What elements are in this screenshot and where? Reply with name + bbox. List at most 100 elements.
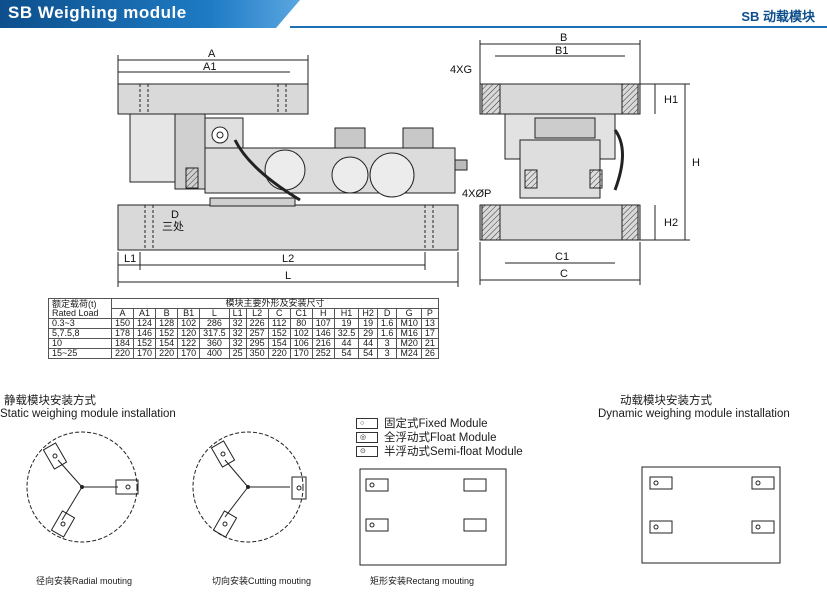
row-load: 15~25 xyxy=(48,348,112,359)
load-header: 额定载荷(t)Rated Load xyxy=(48,298,112,319)
col-header: A xyxy=(110,308,135,319)
col-header: B xyxy=(155,308,179,319)
table-cell: 80 xyxy=(289,318,313,329)
fixed-module-icon: ○ xyxy=(356,417,378,429)
col-header: L xyxy=(199,308,230,319)
table-cell: 146 xyxy=(133,328,157,339)
table-cell: 170 xyxy=(133,348,157,359)
table-cell: 32 xyxy=(228,338,247,349)
static-title-en: Static weighing module installation xyxy=(0,408,176,420)
dim-B: B xyxy=(560,32,567,44)
dim-A: A xyxy=(208,48,216,60)
row-load: 5,7.5,8 xyxy=(48,328,112,339)
dynamic-title-cn: 动载模块安装方式 xyxy=(620,395,712,407)
dim-A1: A1 xyxy=(203,61,216,73)
table-cell: 184 xyxy=(110,338,135,349)
table-cell: 226 xyxy=(245,318,269,329)
table-cell: 220 xyxy=(155,348,179,359)
table-cell: 25 xyxy=(228,348,247,359)
table-cell: 17 xyxy=(420,328,439,339)
table-cell: 152 xyxy=(267,328,291,339)
table-cell: 102 xyxy=(177,318,201,329)
col-header: C xyxy=(267,308,291,319)
col-header: H xyxy=(311,308,335,319)
col-header: L2 xyxy=(245,308,269,319)
header-divider xyxy=(290,26,827,28)
dim-L1: L1 xyxy=(124,253,136,265)
section-label: SB 动载模块 xyxy=(741,9,815,24)
dim-G: 4XG xyxy=(450,64,472,76)
table-cell: 350 xyxy=(245,348,269,359)
table-cell: 124 xyxy=(133,318,157,329)
table-cell: 54 xyxy=(333,348,360,359)
caption-radial: 径向安装Radial mouting xyxy=(36,576,133,586)
legend-semi-float: ⊙ 半浮动式Semi-float Module xyxy=(356,443,523,459)
dim-L2: L2 xyxy=(282,253,294,265)
col-header: H2 xyxy=(358,308,378,319)
legend-fixed: ○ 固定式Fixed Module xyxy=(356,415,488,431)
table-cell: 19 xyxy=(333,318,360,329)
table-cell: 32 xyxy=(228,318,247,329)
page-title: SB Weighing module xyxy=(8,3,187,22)
col-header: P xyxy=(420,308,439,319)
rectang-diagram xyxy=(359,468,507,566)
table-cell: 13 xyxy=(420,318,439,329)
row-load: 0.3~3 xyxy=(48,318,112,329)
table-cell: 360 xyxy=(199,338,230,349)
table-cell: 32 xyxy=(228,328,247,339)
cutting-diagram xyxy=(192,431,307,543)
table-cell: 216 xyxy=(311,338,335,349)
table-cell: 120 xyxy=(177,328,201,339)
table-cell: M20 xyxy=(396,338,422,349)
table-cell: 106 xyxy=(289,338,313,349)
table-cell: 257 xyxy=(245,328,269,339)
table-cell: 152 xyxy=(133,338,157,349)
col-header: A1 xyxy=(133,308,157,319)
table-cell: 21 xyxy=(420,338,439,349)
dim-B1: B1 xyxy=(555,45,568,57)
table-cell: 170 xyxy=(177,348,201,359)
float-module-icon: ◎ xyxy=(356,431,378,443)
col-header: H1 xyxy=(333,308,360,319)
table-cell: 112 xyxy=(267,318,291,329)
semi-float-module-icon: ⊙ xyxy=(356,445,378,457)
header-bar xyxy=(0,0,300,28)
dim-H2: H2 xyxy=(664,217,678,229)
table-cell: 170 xyxy=(289,348,313,359)
table-cell: 107 xyxy=(311,318,335,329)
table-cell: 178 xyxy=(110,328,135,339)
table-cell: M16 xyxy=(396,328,422,339)
table-cell: 122 xyxy=(177,338,201,349)
dim-three: 三处 xyxy=(162,220,184,233)
legend-float: ◎ 全浮动式Float Module xyxy=(356,429,496,445)
table-cell: 286 xyxy=(199,318,230,329)
col-header: B1 xyxy=(177,308,201,319)
row-load: 10 xyxy=(48,338,112,349)
col-header: D xyxy=(376,308,398,319)
table-cell: 102 xyxy=(289,328,313,339)
table-cell: 54 xyxy=(358,348,378,359)
caption-cutting: 切向安装Cutting mouting xyxy=(212,576,312,586)
table-cell: 295 xyxy=(245,338,269,349)
dim-D: D xyxy=(171,209,179,221)
dim-L: L xyxy=(285,270,291,282)
table-cell: 3 xyxy=(376,338,398,349)
installation-diagrams xyxy=(26,431,781,566)
dim-P: 4XØP xyxy=(462,188,491,200)
dim-C: C xyxy=(560,268,568,280)
table-cell: 1.6 xyxy=(376,318,398,329)
group-header: 模块主要外形及安装尺寸 xyxy=(111,298,439,309)
dim-C1: C1 xyxy=(555,251,569,263)
table-cell: 220 xyxy=(267,348,291,359)
table-cell: M10 xyxy=(396,318,422,329)
table-cell: 220 xyxy=(110,348,135,359)
radial-diagram xyxy=(26,431,139,543)
table-cell: 154 xyxy=(155,338,179,349)
table-cell: 154 xyxy=(267,338,291,349)
table-cell: 44 xyxy=(358,338,378,349)
dim-H1: H1 xyxy=(664,94,678,106)
dynamic-diagram xyxy=(641,466,781,564)
caption-rectang: 矩形安装Rectang mouting xyxy=(370,576,475,586)
